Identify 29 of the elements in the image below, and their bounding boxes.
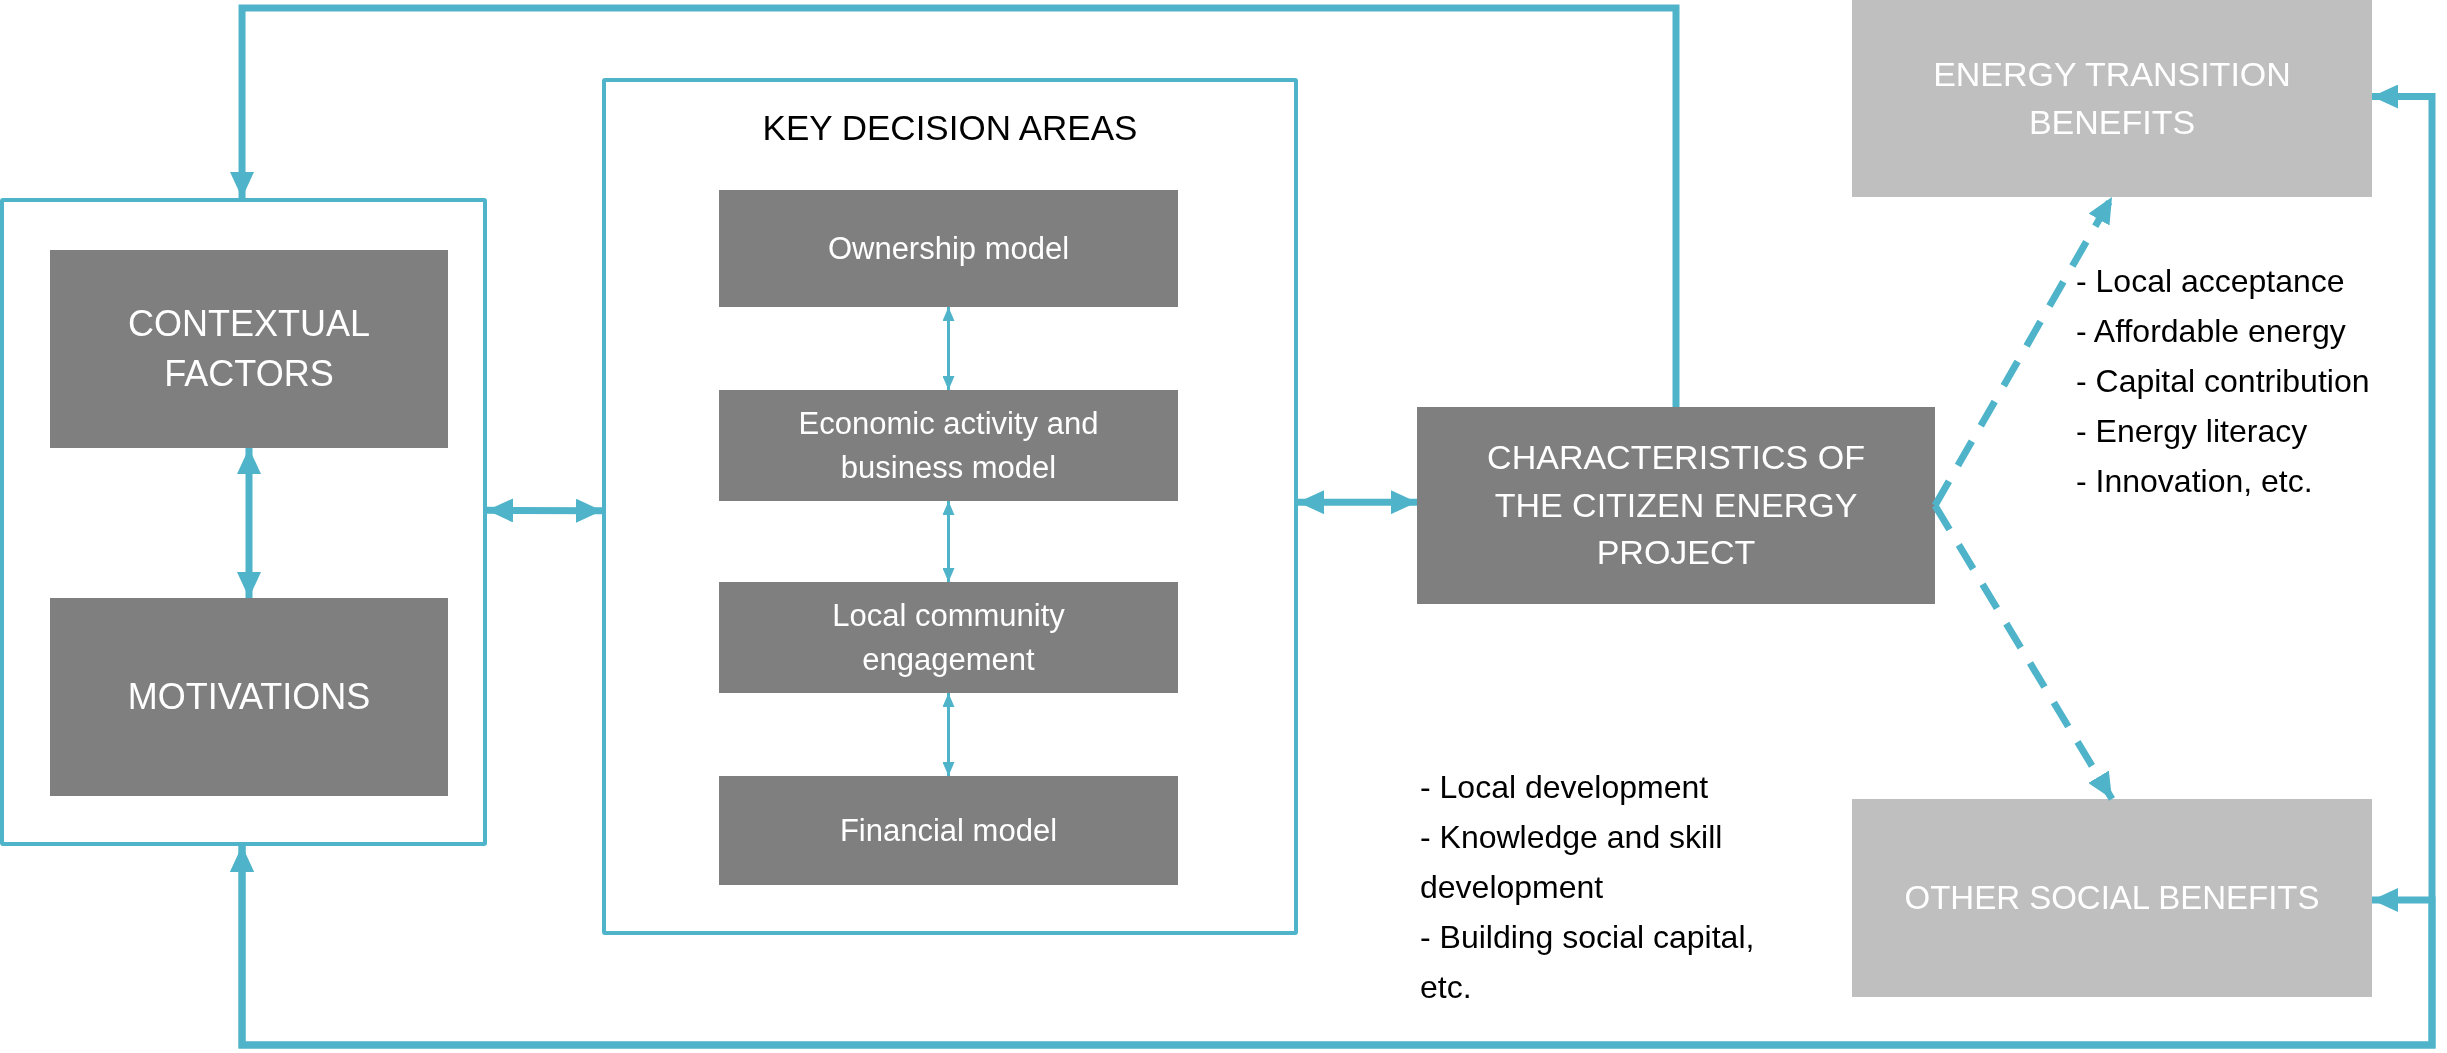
benefit-box: OTHER SOCIAL BENEFITS (1852, 799, 2372, 997)
process-box: Financial model (719, 776, 1178, 885)
benefit-box: ENERGY TRANSITION BENEFITS (1852, 0, 2372, 197)
bullet-text: - Knowledge and skill development (1420, 818, 1724, 907)
process-box: CONTEXTUAL FACTORS (50, 250, 448, 448)
bullet-text: - Innovation, etc. (2076, 462, 2314, 501)
arrow (237, 448, 261, 598)
arrow (230, 846, 2436, 1049)
arrow (942, 501, 955, 582)
process-box: Ownership model (719, 190, 1178, 307)
bullet-text: - Affordable energy (2076, 312, 2347, 351)
bullet-text: - Local development (1420, 768, 1710, 807)
arrow (942, 693, 955, 776)
bullet-text: - Local acceptance (2076, 262, 2346, 301)
process-box: MOTIVATIONS (50, 598, 448, 796)
arrow (230, 4, 1680, 407)
process-box: CHARACTERISTICS OF THE CITIZEN ENERGY PROJECT (1417, 407, 1935, 604)
bullet-text: - Building social capital, etc. (1420, 918, 1756, 1007)
arrow (942, 307, 955, 390)
container-frame (0, 198, 487, 846)
process-box: Economic activity and business model (719, 390, 1178, 501)
arrow (487, 498, 603, 523)
group-title: KEY DECISION AREAS (761, 108, 1139, 148)
process-box: Local community engagement (719, 582, 1178, 693)
group-frame (602, 78, 1298, 935)
arrow (1932, 503, 2115, 801)
bullet-text: - Capital contribution (2076, 362, 2371, 401)
bullet-text: - Energy literacy (2076, 412, 2309, 451)
arrow (1298, 490, 1417, 515)
